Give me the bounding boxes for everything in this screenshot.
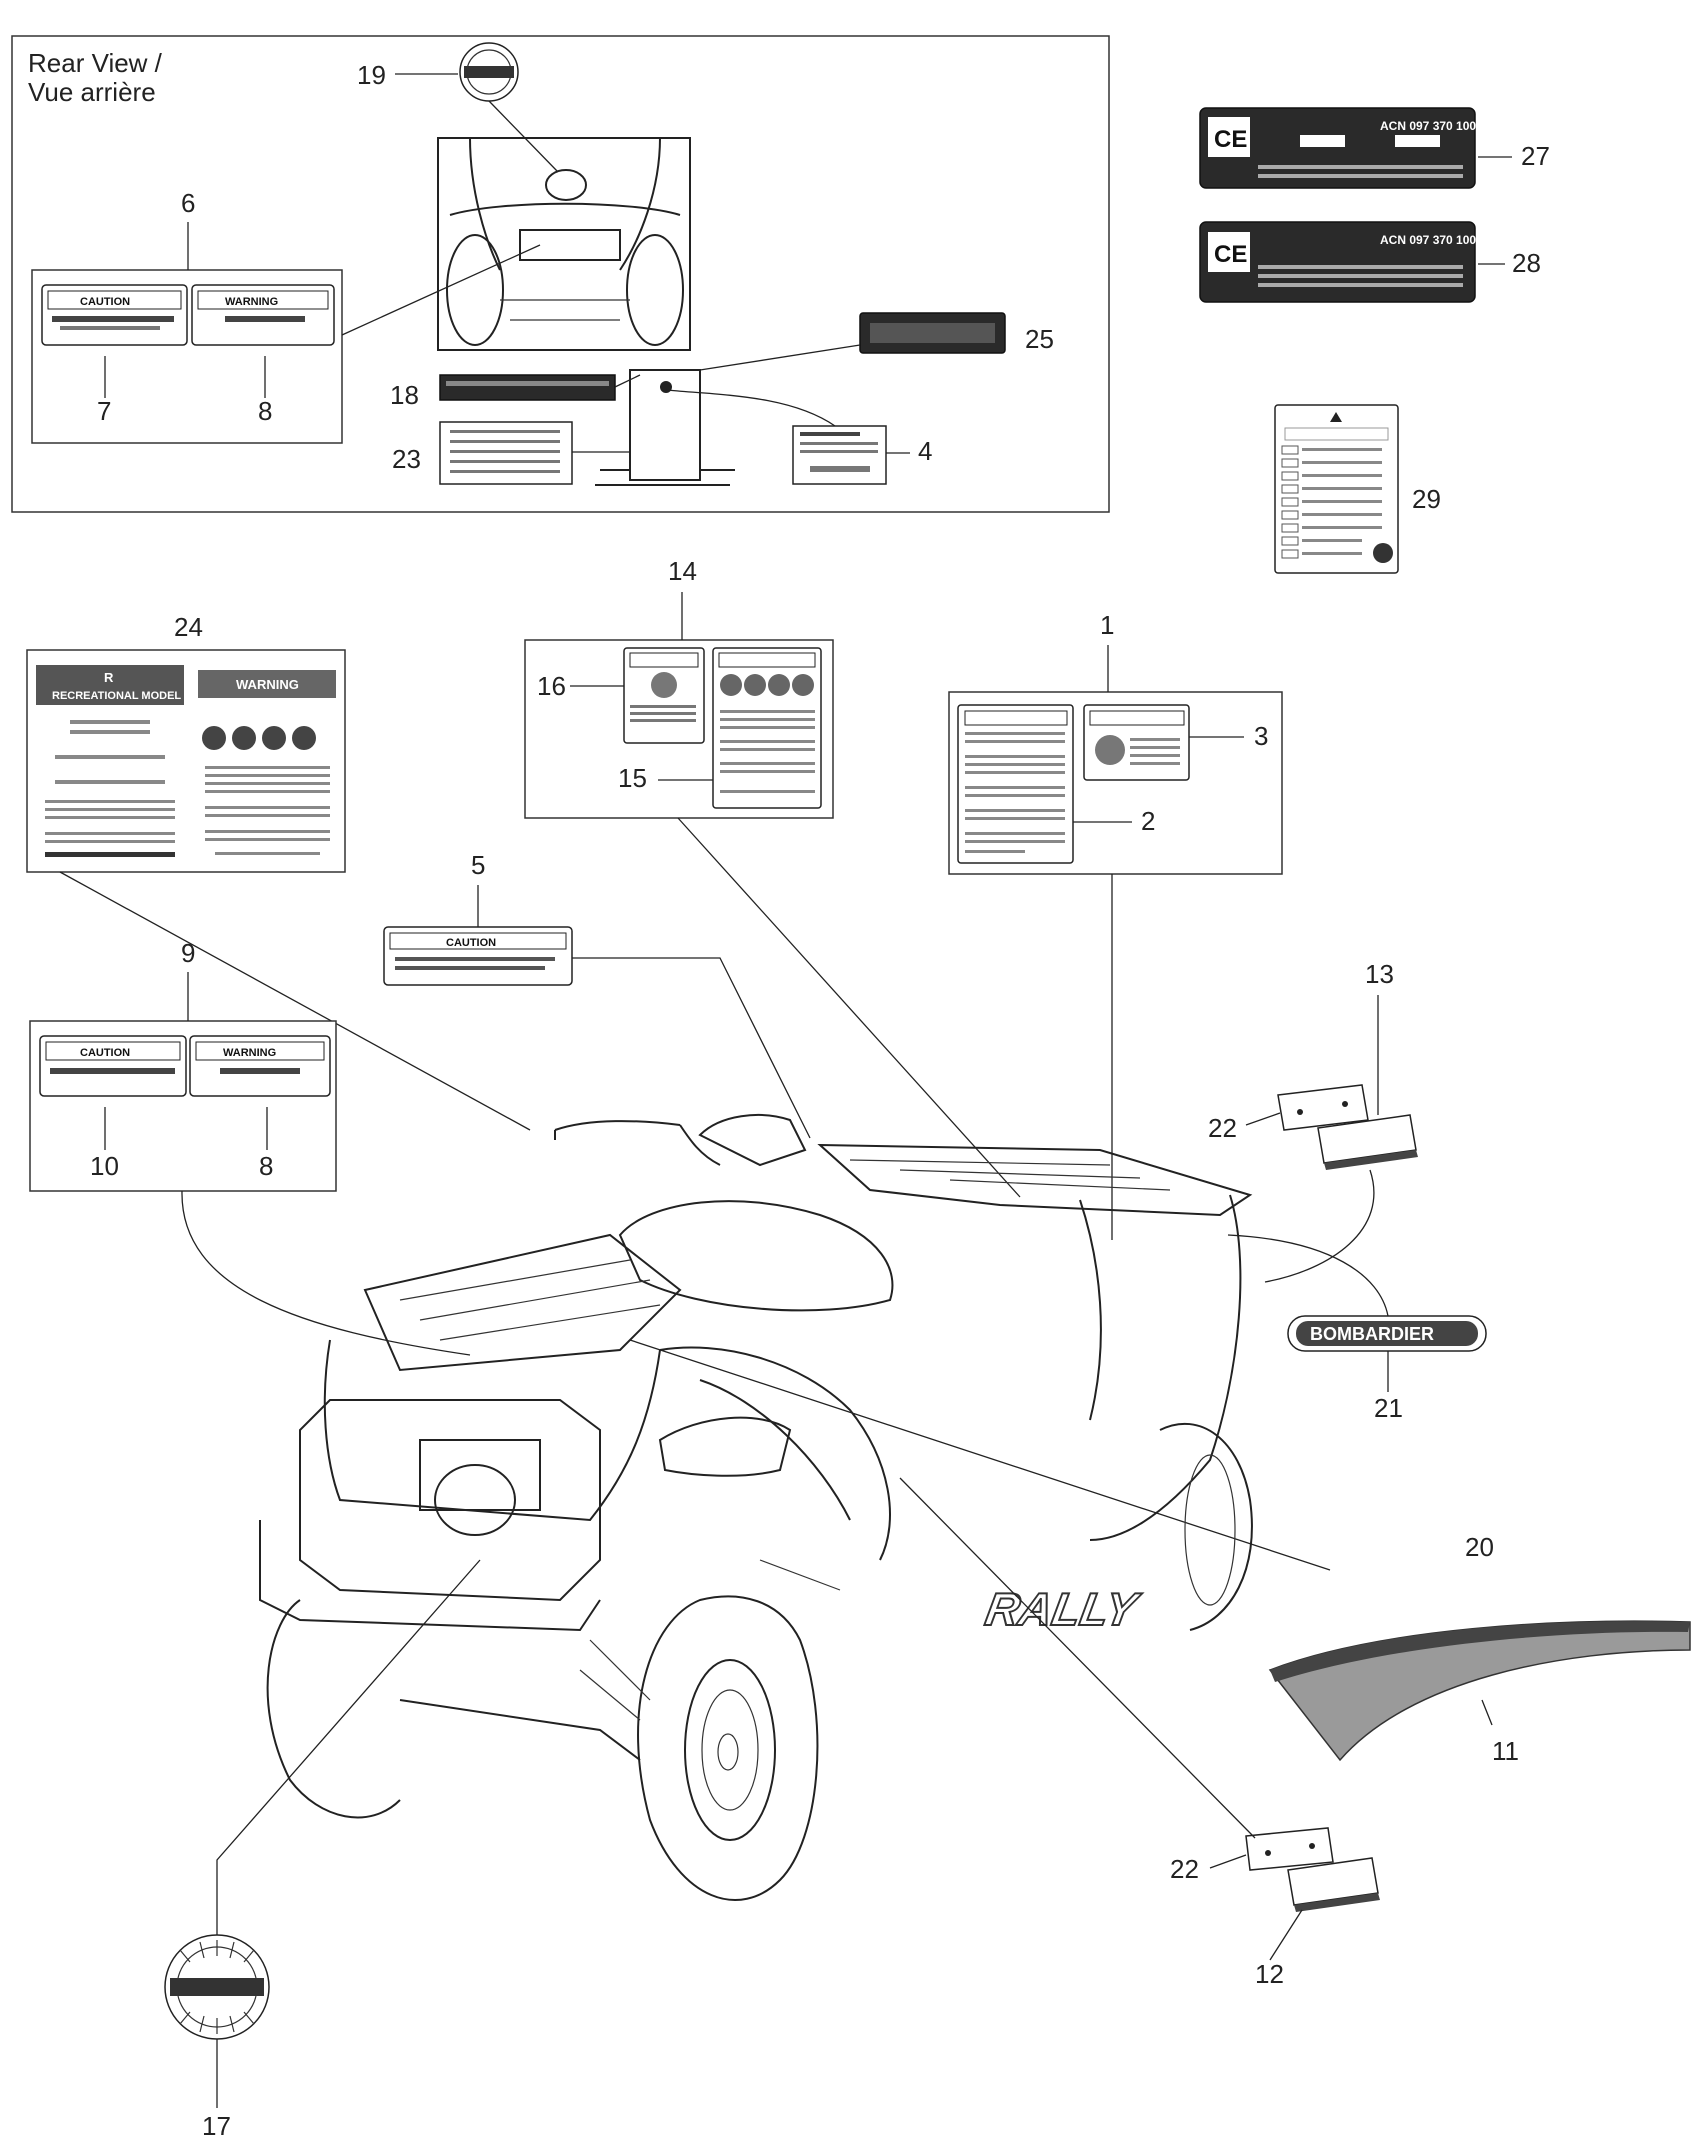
atv-front-view-drawing — [259, 1114, 1253, 1901]
svg-text:RALLY: RALLY — [982, 1583, 1145, 1635]
callout-10: 10 — [90, 1151, 119, 1181]
rear-view-inset: Rear View / Vue arrière 19 CAUTION — [11, 35, 1110, 513]
decal-25 — [859, 312, 1006, 354]
callout-20: 20 — [1465, 1532, 1494, 1562]
callout-29: 29 — [1412, 484, 1441, 514]
decal-27-ce: CE ACN 097 370 100 — [1199, 107, 1476, 189]
callout-2: 2 — [1141, 806, 1155, 836]
decal-2-warning — [957, 704, 1074, 864]
svg-text:CE: CE — [1214, 126, 1247, 153]
svg-text:CAUTION: CAUTION — [80, 1047, 130, 1059]
callout-8-rear: 8 — [258, 396, 272, 426]
svg-text:ACN 097 370 100: ACN 097 370 100 — [1380, 233, 1476, 247]
rear-tail-unit — [595, 369, 735, 486]
callout-27: 27 — [1521, 141, 1550, 171]
callout-14: 14 — [668, 556, 697, 586]
rear-view-atv-drawing — [437, 137, 691, 351]
decal-22-upper — [1277, 1084, 1369, 1131]
callout-11: 11 — [1492, 1736, 1519, 1766]
callout-25: 25 — [1025, 324, 1054, 354]
callout-13: 13 — [1365, 959, 1394, 989]
decal-28-ce: CE ACN 097 370 100 — [1199, 221, 1476, 303]
decal-3-warning — [1083, 704, 1190, 781]
callout-19: 19 — [357, 60, 386, 90]
decal-24-recreational: R RECREATIONAL MODEL WARNING — [26, 649, 346, 873]
decal-16-warning — [623, 647, 705, 744]
svg-text:CAUTION: CAUTION — [446, 937, 496, 949]
decal-23 — [439, 421, 573, 485]
decal-7-caution: CAUTION — [41, 284, 188, 346]
callout-7: 7 — [97, 396, 111, 426]
callout-9: 9 — [181, 938, 195, 968]
decal-22-lower — [1245, 1827, 1334, 1871]
decal-8-warning: WARNING — [191, 284, 335, 346]
rear-view-title-line1: Rear View / — [28, 48, 163, 78]
svg-text:CE: CE — [1214, 241, 1247, 268]
callout-8-front: 8 — [259, 1151, 273, 1181]
decal-10-caution: CAUTION — [39, 1035, 187, 1097]
callout-24: 24 — [174, 612, 203, 642]
decal-11-stripe — [1268, 1620, 1691, 1762]
callout-18: 18 — [390, 380, 419, 410]
callout-4: 4 — [918, 436, 932, 466]
callout-15: 15 — [618, 763, 647, 793]
decal-5-caution: CAUTION — [383, 926, 573, 986]
svg-text:WARNING: WARNING — [236, 677, 299, 692]
callout-1: 1 — [1100, 610, 1114, 640]
callout-6: 6 — [181, 188, 195, 218]
decal-19-round-logo — [459, 42, 519, 102]
reflector-13 — [1317, 1114, 1418, 1170]
svg-text:ACN 097 370 100: ACN 097 370 100 — [1380, 119, 1476, 133]
callout-12: 12 — [1255, 1959, 1284, 1989]
decal-18 — [439, 374, 616, 401]
decal-4 — [792, 425, 887, 485]
callout-22-upper: 22 — [1208, 1113, 1237, 1143]
svg-text:WARNING: WARNING — [225, 296, 278, 308]
decal-8-warning-front: WARNING — [189, 1035, 331, 1097]
callout-23: 23 — [392, 444, 421, 474]
callout-28: 28 — [1512, 248, 1541, 278]
callout-5: 5 — [471, 850, 485, 880]
decal-20-rally: RALLY — [981, 1582, 1146, 1636]
rear-view-title-line2: Vue arrière — [28, 77, 156, 107]
callout-22-lower: 22 — [1170, 1854, 1199, 1884]
callout-21: 21 — [1374, 1393, 1403, 1423]
svg-text:CAUTION: CAUTION — [80, 296, 130, 308]
decal-17-round-logo — [164, 1934, 270, 2040]
svg-text:R: R — [104, 670, 114, 685]
reflector-12 — [1287, 1857, 1380, 1912]
svg-text:RECREATIONAL MODEL: RECREATIONAL MODEL — [52, 690, 181, 702]
decal-29-multilingual — [1274, 404, 1399, 574]
decal-21-bombardier: BOMBARDIER — [1287, 1315, 1487, 1352]
svg-text:WARNING: WARNING — [223, 1047, 276, 1059]
callout-17: 17 — [202, 2111, 231, 2141]
callout-3: 3 — [1254, 721, 1268, 751]
callout-16: 16 — [537, 671, 566, 701]
decal-15-warning — [712, 647, 822, 809]
svg-text:BOMBARDIER: BOMBARDIER — [1310, 1324, 1434, 1344]
